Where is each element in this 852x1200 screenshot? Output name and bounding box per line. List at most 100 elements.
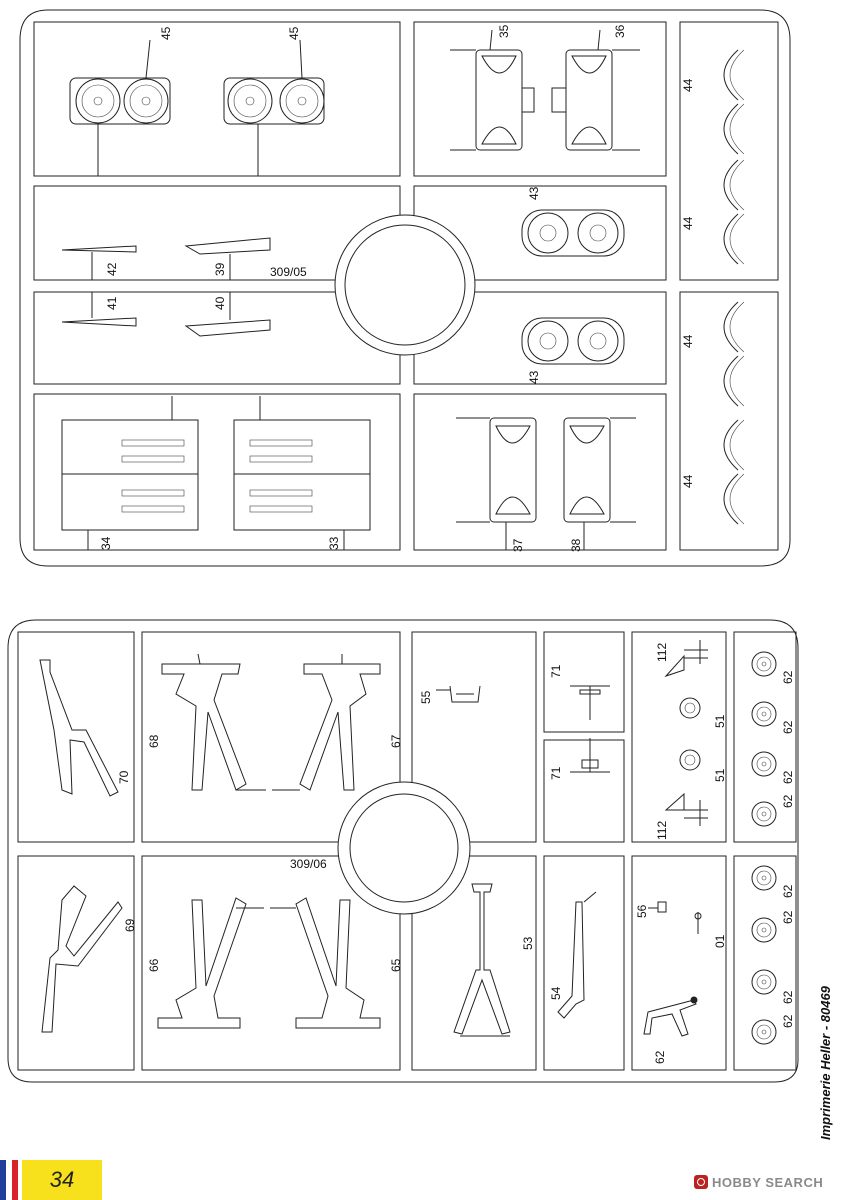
label-42: 42 [105, 262, 119, 276]
part-43-upper [521, 209, 625, 257]
cell-bot-i [141, 855, 401, 1071]
label-67: 67 [389, 734, 403, 748]
cell-bot-g [733, 631, 797, 843]
label-62-u4: 62 [781, 794, 795, 808]
label-34: 34 [99, 536, 113, 550]
part-54 [557, 891, 597, 1019]
label-39: 39 [213, 262, 227, 276]
label-66: 66 [147, 958, 161, 972]
cell-bot-l [631, 855, 727, 1071]
label-53: 53 [521, 936, 535, 950]
part-112-b [664, 792, 708, 826]
part-62-towbar [643, 996, 698, 1037]
label-112-b: 112 [655, 821, 669, 840]
part-71-a [570, 685, 610, 720]
label-71-a: 71 [549, 664, 563, 678]
label-62-l2: 62 [781, 910, 795, 924]
label-69: 69 [123, 918, 137, 932]
flag-stripe-red [12, 1160, 18, 1200]
part-65 [270, 897, 381, 1029]
part-69 [41, 885, 123, 1033]
cell-top-b [413, 21, 667, 177]
label-44-c: 44 [681, 334, 695, 348]
part-62-wheels-upper [751, 651, 777, 827]
sprue-309-05: 45 45 35 36 44 44 44 44 43 43 42 39 41 4… [19, 9, 791, 567]
part-44-d [723, 419, 745, 525]
part-45-left [69, 39, 171, 176]
label-55: 55 [419, 690, 433, 704]
cell-bot-k [543, 855, 625, 1071]
label-71-b: 71 [549, 766, 563, 780]
part-34 [61, 396, 199, 550]
label-44-a: 44 [681, 78, 695, 92]
label-70: 70 [117, 770, 131, 784]
label-37: 37 [511, 538, 525, 552]
label-65: 65 [389, 958, 403, 972]
cell-bot-a [17, 631, 135, 843]
label-112-a: 112 [655, 643, 669, 662]
part-45-right [223, 39, 325, 176]
cell-bot-h [17, 855, 135, 1071]
watermark: HOBBY SEARCH [694, 1172, 823, 1192]
sprue-309-06: 70 68 67 55 71 71 112 112 51 51 62 62 62… [7, 619, 799, 1083]
cell-bot-c [411, 631, 537, 843]
part-44-c [723, 301, 745, 407]
label-62-l1: 62 [781, 884, 795, 898]
part-55 [436, 685, 481, 703]
part-01 [694, 912, 702, 934]
watermark-text: HOBBY SEARCH [712, 1174, 824, 1190]
label-62-u1: 62 [781, 670, 795, 684]
cell-bot-j [411, 855, 537, 1071]
page-number: 34 [22, 1160, 102, 1200]
label-44-d: 44 [681, 474, 695, 488]
part-112-a [664, 640, 708, 678]
label-41: 41 [105, 296, 119, 310]
label-01: 01 [713, 934, 727, 948]
cell-bot-d [543, 631, 625, 733]
cell-top-j [413, 393, 667, 551]
label-45-right: 45 [287, 26, 301, 40]
label-40: 40 [213, 296, 227, 310]
label-62-l3: 62 [781, 990, 795, 1004]
label-51-b: 51 [713, 768, 727, 782]
sprue-hub-bottom-inner [349, 793, 459, 903]
label-54: 54 [549, 986, 563, 1000]
label-51-a: 51 [713, 714, 727, 728]
label-56: 56 [635, 904, 649, 918]
label-38: 38 [569, 538, 583, 552]
part-33 [233, 396, 371, 550]
hobby-search-logo-icon [694, 1175, 708, 1189]
label-45-left: 45 [159, 26, 173, 40]
part-36 [551, 29, 640, 151]
label-62-towbar: 62 [653, 1050, 667, 1064]
part-56 [648, 901, 667, 913]
label-68: 68 [147, 734, 161, 748]
label-43-lower: 43 [527, 370, 541, 384]
sprue-frame-top [19, 9, 791, 567]
cell-bot-b [141, 631, 401, 843]
part-53 [453, 883, 511, 1037]
part-44-b [723, 159, 745, 265]
sprue-code-top: 309/05 [270, 265, 307, 279]
part-38 [563, 417, 636, 550]
label-62-l4: 62 [781, 1014, 795, 1028]
part-62-wheels-lower [751, 865, 777, 1045]
part-39 [184, 237, 271, 280]
part-42 [61, 245, 137, 280]
cell-bot-f [631, 631, 727, 843]
part-44-a [723, 49, 745, 155]
label-36: 36 [613, 24, 627, 38]
cell-top-i [33, 393, 401, 551]
part-35 [450, 29, 535, 151]
part-37 [456, 417, 537, 550]
part-66 [157, 897, 264, 1029]
part-43-lower [521, 317, 625, 365]
cell-bot-e [543, 739, 625, 843]
cell-top-h [679, 291, 779, 551]
part-71-b [570, 738, 610, 773]
sprue-code-bottom: 309/06 [290, 857, 327, 871]
cell-top-c [679, 21, 779, 281]
sprue-hub-top-inner [344, 224, 466, 346]
label-43-upper: 43 [527, 186, 541, 200]
